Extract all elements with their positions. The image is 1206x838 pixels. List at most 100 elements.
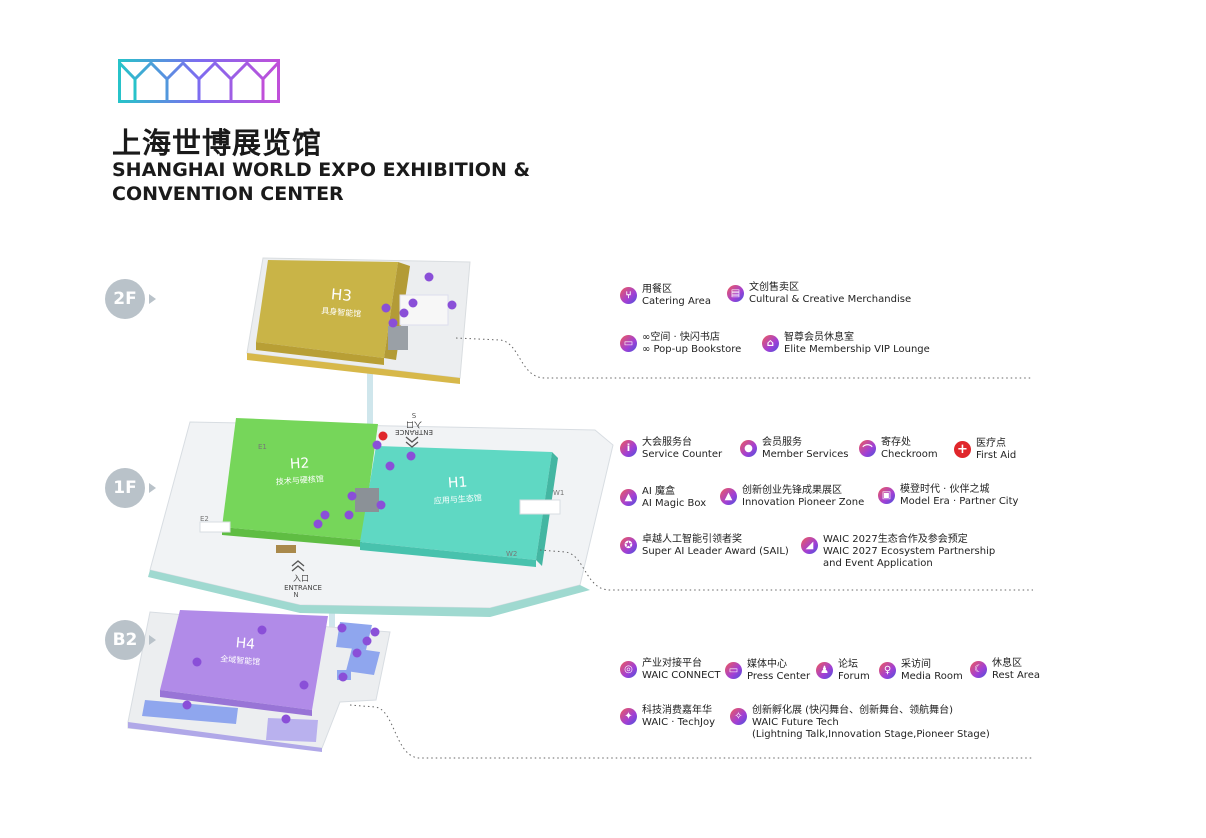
legend-label-cn: ∞空间 · 快闪书店 [642, 332, 720, 343]
entrance-south: S 入口 ENTRANCE [395, 412, 433, 448]
entrance-north-dir: N [293, 591, 298, 599]
legend-label-en: WAIC · TechJoy [642, 717, 716, 728]
legend-label-en: Elite Membership VIP Lounge [784, 344, 930, 355]
map-marker-icon[interactable] [408, 298, 418, 308]
map-marker-icon[interactable] [376, 500, 386, 510]
legend-label-cn: 产业对接平台 [642, 658, 702, 669]
floor-badge-b2[interactable]: B2 [105, 620, 145, 660]
map-marker-icon[interactable] [338, 672, 348, 682]
map-marker-icon[interactable] [352, 648, 362, 658]
legend-label-cn: 会员服务 [762, 437, 802, 448]
map-marker-icon[interactable] [281, 714, 291, 724]
hall-h1-label: H1 应用与生态馆 [434, 474, 483, 505]
legend-label-cn: 用餐区 [642, 284, 672, 295]
map-marker-icon[interactable] [257, 625, 267, 635]
legend-label-cn: AI 魔盒 [642, 486, 675, 497]
hall-h3-label: H3 具身智能馆 [321, 285, 362, 319]
map-marker-icon[interactable] [337, 623, 347, 633]
hall-h3-name: 具身智能馆 [321, 305, 362, 318]
map-marker-icon[interactable] [378, 431, 388, 441]
hall-h2-code: H2 [289, 455, 310, 472]
legend-label-en: WAIC 2027 Ecosystem Partnership [823, 546, 996, 557]
entrance-north: 入口 ENTRANCE N [284, 560, 322, 599]
gate-e2: E2 [200, 515, 209, 523]
map-marker-icon[interactable] [313, 519, 323, 529]
map-marker-icon[interactable] [399, 308, 409, 318]
legend-label-en-2: and Event Application [823, 558, 933, 569]
page-title-en: SHANGHAI WORLD EXPO EXHIBITION & CONVENT… [112, 158, 532, 206]
legend-label-en: Innovation Pioneer Zone [742, 497, 865, 508]
hall-h2-name: 技术与硬核馆 [276, 473, 325, 486]
entrance-chevron-icon [405, 436, 419, 448]
floor-1f-platform [148, 418, 614, 617]
legend-label-cn: 采访间 [901, 659, 931, 670]
elevator-shaft-1f-b2 [329, 588, 335, 658]
legend-label-en-2: (Lightning Talk,Innovation Stage,Pioneer… [752, 729, 990, 740]
map-marker-icon[interactable] [182, 700, 192, 710]
map-marker-icon[interactable] [299, 680, 309, 690]
legend-item-future-tech: ✧ 创新孵化展 (快闪舞台、创新舞台、领航舞台)WAIC Future Tech… [730, 705, 990, 741]
leader-line-2f [455, 337, 1033, 379]
leader-line-1f [539, 549, 1033, 591]
hall-h1-name: 应用与生态馆 [434, 492, 483, 505]
techjoy-icon: ✦ [620, 708, 637, 725]
gate-w1: W1 [553, 489, 564, 497]
map-marker-icon[interactable] [388, 318, 398, 328]
legend-label-cn: 智尊会员休息室 [784, 332, 854, 343]
gate-w2: W2 [506, 550, 517, 558]
hall-h4-code: H4 [235, 635, 256, 653]
service-counter-icon: i [620, 440, 637, 457]
map-marker-icon[interactable] [344, 510, 354, 520]
member-services-icon: ● [740, 440, 757, 457]
map-marker-icon[interactable] [424, 272, 434, 282]
press-center-icon: ▭ [725, 662, 742, 679]
waic-logo [118, 59, 280, 103]
map-marker-icon[interactable] [372, 440, 382, 450]
hall-h3-code: H3 [330, 285, 352, 305]
map-marker-icon[interactable] [362, 636, 372, 646]
map-marker-icon[interactable] [192, 657, 202, 667]
floor-badge-1f[interactable]: 1F [105, 468, 145, 508]
legend-label-en: First Aid [976, 450, 1017, 461]
map-marker-icon[interactable] [381, 303, 391, 313]
map-marker-icon[interactable] [320, 510, 330, 520]
page-title-cn: 上海世博展览馆 [112, 126, 323, 160]
map-marker-icon[interactable] [347, 491, 357, 501]
first-aid-icon: + [954, 441, 971, 458]
legend-label-cn: 创新孵化展 (快闪舞台、创新舞台、领航舞台) [752, 705, 953, 716]
award-icon: ✪ [620, 537, 637, 554]
map-marker-icon[interactable] [370, 627, 380, 637]
map-marker-icon[interactable] [447, 300, 457, 310]
catering-icon: ⑂ [620, 287, 637, 304]
legend-label-en: WAIC Future Tech [752, 717, 839, 728]
map-marker-icon[interactable] [385, 461, 395, 471]
entrance-south-cn: 入口 [406, 420, 422, 429]
map-markers-2f [381, 272, 457, 328]
page-title-en-line1: SHANGHAI WORLD EXPO EXHIBITION & [112, 159, 531, 181]
floor-badge-2f[interactable]: 2F [105, 279, 145, 319]
entrance-north-en: ENTRANCE [284, 584, 322, 592]
legend-label-en: Forum [838, 671, 870, 682]
hall-h1-code: H1 [447, 474, 468, 491]
legend-label-en: Service Counter [642, 449, 723, 460]
legend-label-en: WAIC CONNECT [642, 670, 721, 681]
legend-label-en: Checkroom [881, 449, 938, 460]
hall-h2-label: H2 技术与硬核馆 [276, 455, 325, 486]
floor-arrow-icon [149, 294, 156, 304]
page-title-en-line2: CONVENTION CENTER [112, 183, 344, 205]
legend-label-cn: 寄存处 [881, 437, 911, 448]
map-marker-icon[interactable] [406, 451, 416, 461]
legend-label-en: Media Room [901, 671, 963, 682]
legend-label-en: Model Era · Partner City [900, 496, 1019, 507]
floor-2f-platform [246, 257, 471, 384]
elevator-shaft-2f-1f [367, 368, 373, 434]
